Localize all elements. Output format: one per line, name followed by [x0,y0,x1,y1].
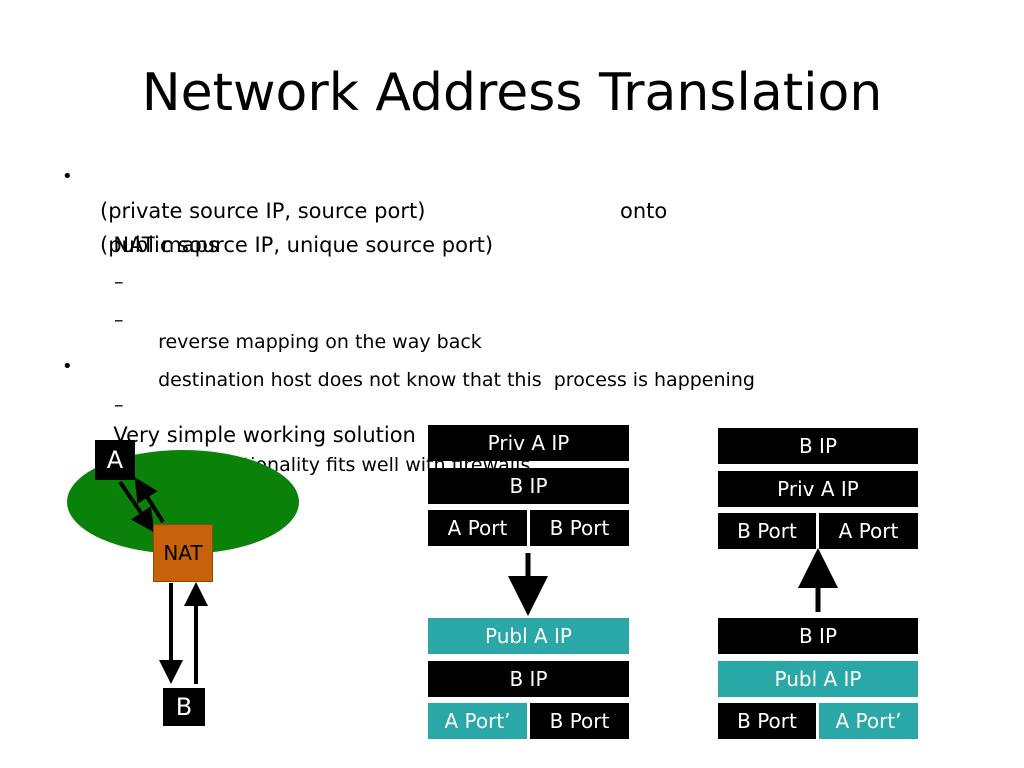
bullet-dot: • [62,166,73,187]
bullet-dot: • [62,356,73,377]
host-b-box: B [163,688,205,726]
bullet-line-onto: onto [620,199,668,223]
field-priv-a-ip: Priv A IP [718,471,918,507]
sub-bullet-reverse: – reverse mapping on the way back [114,267,482,357]
sub-bullet-text: reverse mapping on the way back [158,331,482,353]
field-b-port: B Port [718,703,816,739]
bullet-text: NAT maps [113,233,219,257]
bullet-simple-solution: • Very simple working solution [62,350,416,452]
arrow-a-to-nat [118,480,155,533]
field-b-ip: B IP [718,428,918,464]
field-a-port-translated: A Port’ [819,703,918,739]
slide-title: Network Address Translation [141,63,883,123]
dash: – [114,309,124,331]
field-publ-a-ip: Publ A IP [428,618,629,654]
field-a-port-translated: A Port’ [428,703,527,739]
nat-box: NAT [153,524,213,582]
field-b-ip: B IP [428,661,629,697]
sub-bullet-text: destination host does not know that this… [158,369,755,391]
dash: – [114,271,124,293]
bullet-text: Very simple working solution [113,423,416,447]
bullet-nat-maps: • NAT maps [62,160,219,262]
bullet-line-private: (private source IP, source port) [100,199,426,223]
arrow-nat-to-a [134,477,165,524]
field-a-port: A Port [819,513,918,549]
sub-bullet-destination: – destination host does not know that th… [114,305,755,395]
host-a-box: A [95,440,135,480]
field-b-ip: B IP [718,618,918,654]
field-b-port: B Port [530,703,629,739]
field-priv-a-ip: Priv A IP [428,425,629,461]
dash: – [114,394,124,416]
field-b-port: B Port [718,513,816,549]
field-a-port: A Port [428,510,527,546]
field-b-port: B Port [530,510,629,546]
field-publ-a-ip: Publ A IP [718,661,918,697]
field-b-ip: B IP [428,468,629,504]
bullet-line-public: (public source IP, unique source port) [100,233,494,257]
